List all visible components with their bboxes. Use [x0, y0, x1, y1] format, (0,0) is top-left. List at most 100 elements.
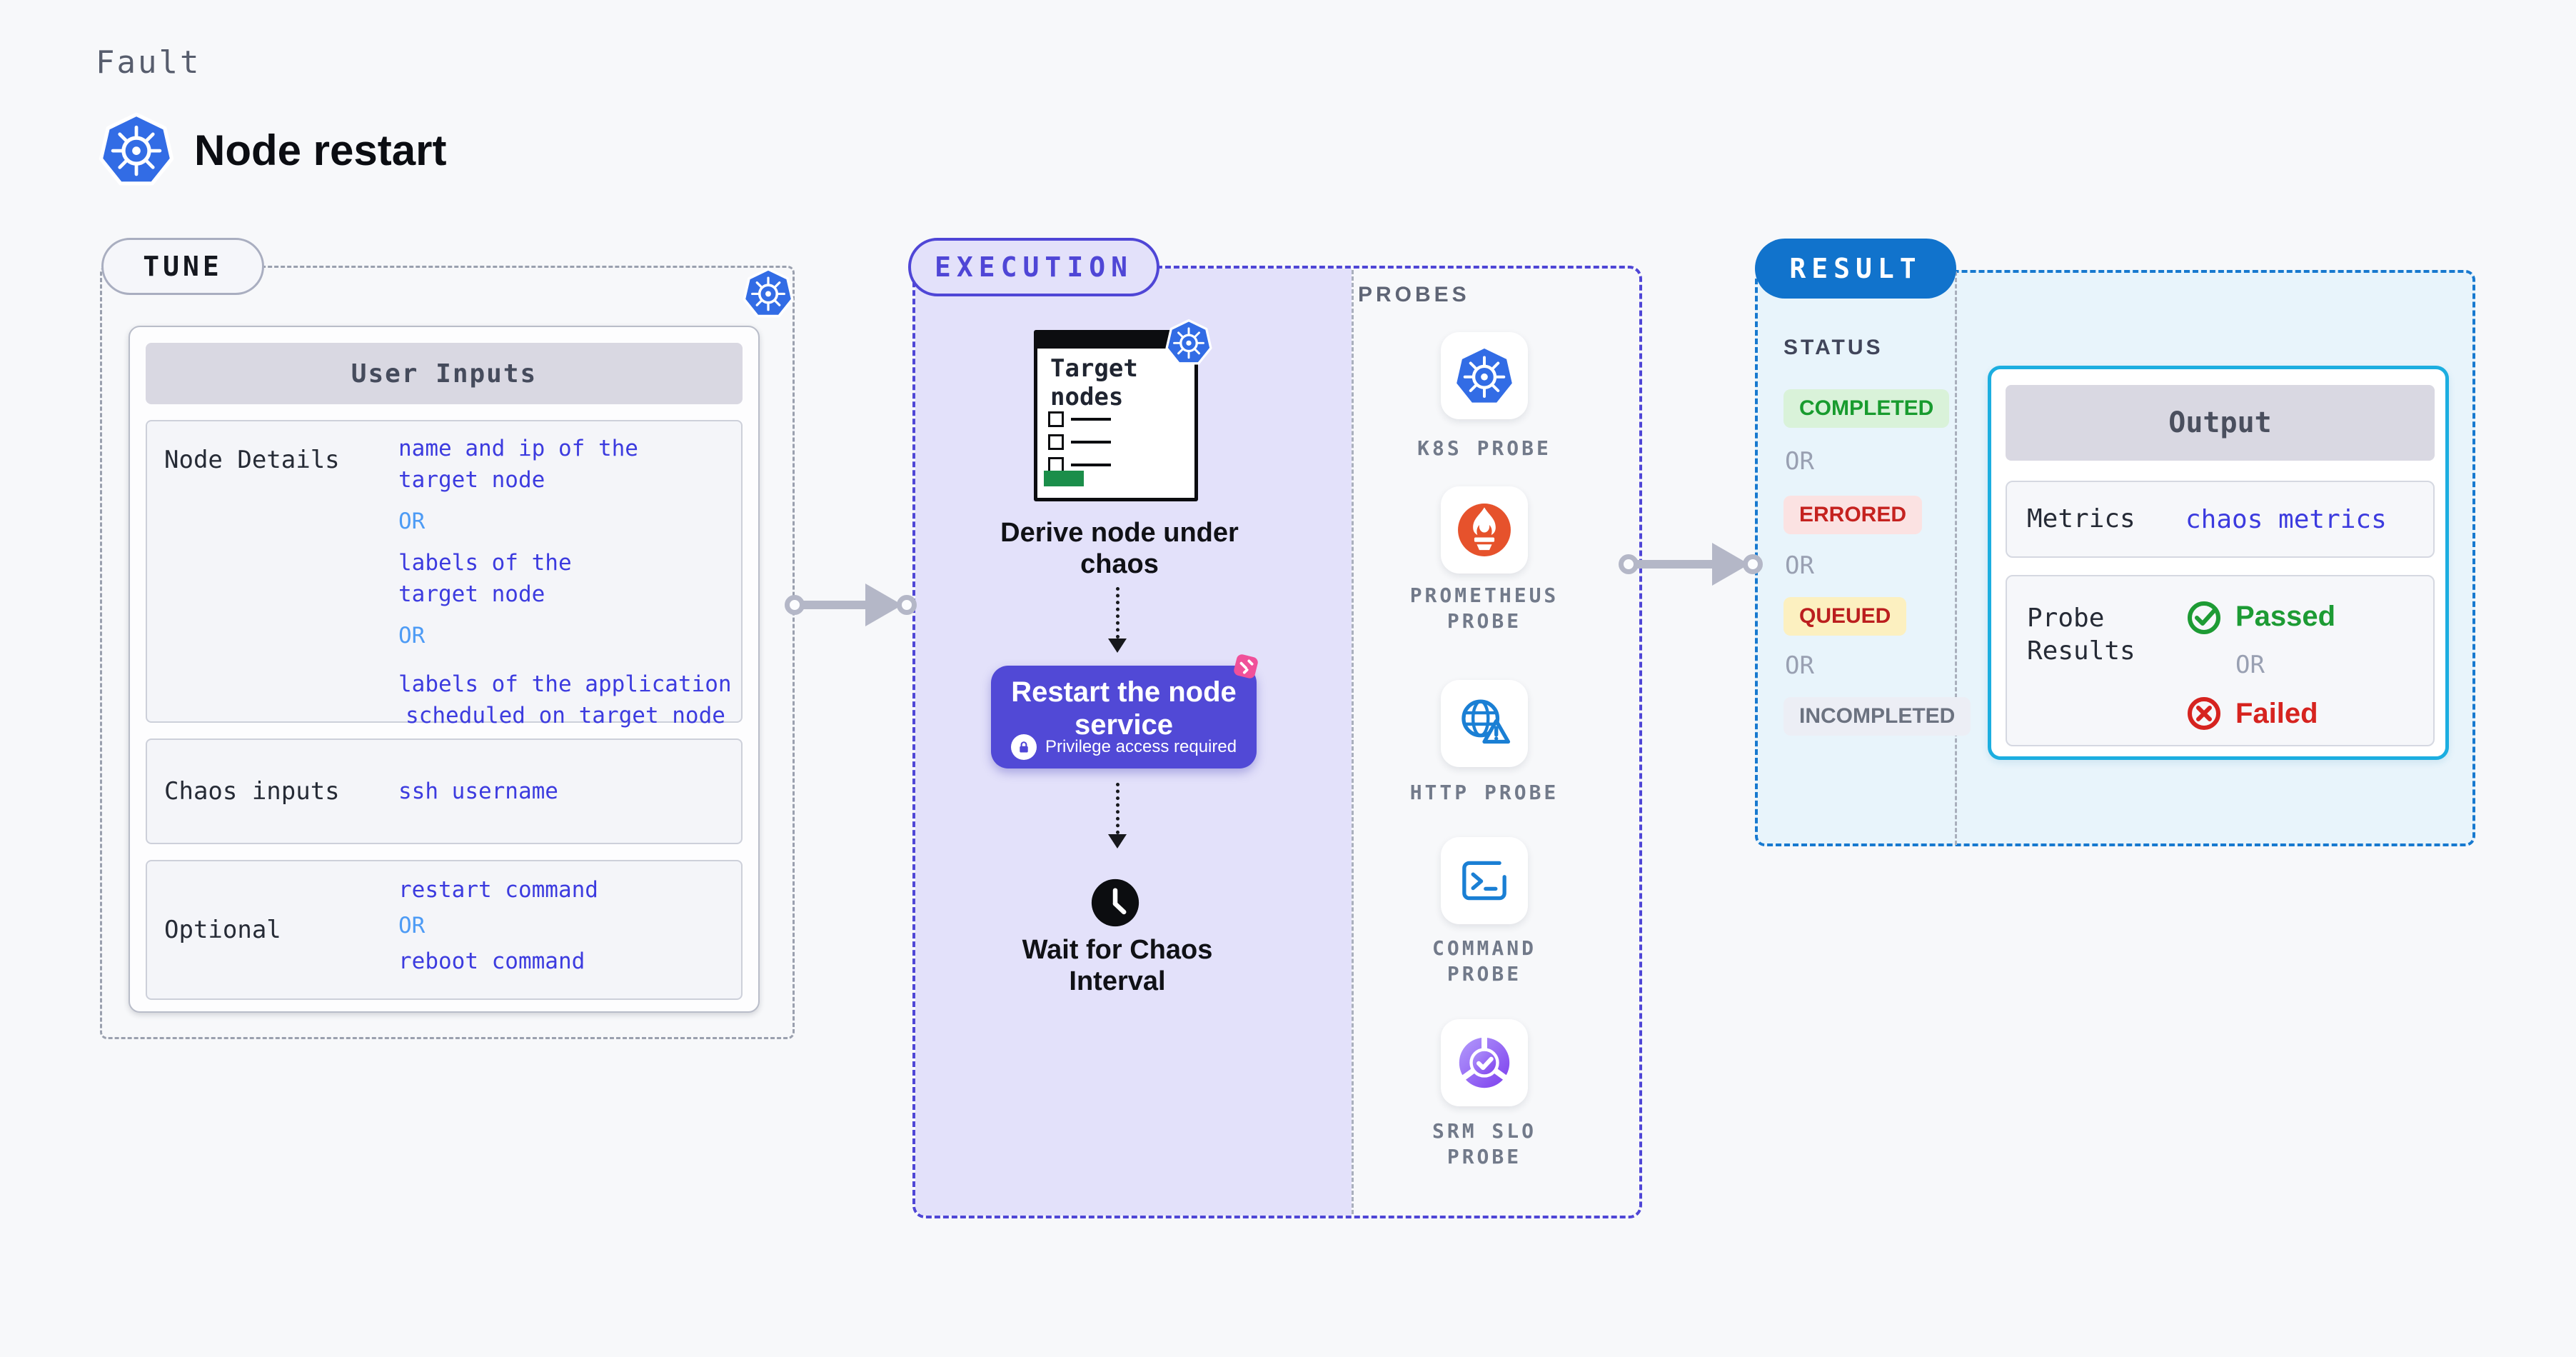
or-separator: OR	[1785, 447, 1814, 476]
probe-results-values: Passed OR Failed	[2185, 576, 2433, 745]
connector-line	[794, 601, 874, 609]
status-badge-errored: ERRORED	[1783, 496, 1923, 534]
status-badge-incompleted: INCOMPLETED	[1783, 697, 1971, 736]
tab-result: RESULT	[1755, 239, 1956, 299]
check-circle-icon	[2185, 598, 2223, 635]
failed-label: Failed	[2235, 697, 2318, 729]
output-header: Output	[2006, 385, 2435, 461]
status-heading: STATUS	[1783, 336, 1883, 359]
tab-execution: EXECUTION	[908, 238, 1159, 296]
list-line	[1071, 418, 1111, 421]
kubernetes-icon	[743, 268, 794, 318]
http-globe-warning-icon	[1453, 692, 1516, 755]
step-derive-node: Derive node under chaos	[1000, 518, 1239, 579]
metrics-value: chaos metrics	[2185, 504, 2387, 534]
target-nodes-window: Target nodes	[1034, 330, 1198, 501]
arrow-right-icon	[865, 584, 902, 626]
srm-slo-icon	[1453, 1031, 1516, 1094]
privilege-badge: Privilege access required	[991, 734, 1257, 760]
kubernetes-icon	[1165, 319, 1212, 365]
row-value: name and ip of the	[398, 436, 638, 461]
table-row-optional: Optional restart command OR reboot comma…	[146, 860, 743, 1000]
probe-card-prometheus	[1441, 486, 1528, 574]
row-values: restart command OR reboot command	[398, 861, 741, 998]
probe-results-label: Probe Results	[2027, 604, 2135, 666]
probe-label: HTTP PROBE	[1409, 781, 1559, 804]
execution-probes-divider	[1352, 270, 1354, 1214]
or-separator: OR	[398, 623, 426, 649]
row-value: restart command	[398, 877, 598, 903]
chaos-icon	[1231, 651, 1261, 681]
status-output-divider	[1955, 271, 1957, 845]
probe-card-srm-slo	[1441, 1019, 1528, 1106]
list-line	[1071, 464, 1111, 466]
fault-kicker: Fault	[96, 44, 201, 81]
clock-icon	[1090, 877, 1141, 928]
probe-label: COMMAND PROBE	[1432, 936, 1536, 986]
or-separator: OR	[398, 509, 426, 534]
probe-label: PROMETHEUS PROBE	[1409, 584, 1559, 633]
target-nodes-body: Target nodes	[1037, 349, 1194, 498]
lock-icon	[1010, 734, 1037, 760]
flow-connector	[1116, 587, 1120, 639]
x-circle-icon	[2185, 695, 2223, 732]
privilege-badge-label: Privilege access required	[1045, 737, 1237, 756]
output-row-metrics: Metrics chaos metrics	[2006, 481, 2435, 558]
or-separator: OR	[2235, 651, 2265, 679]
user-inputs-header-label: User Inputs	[351, 359, 538, 389]
tab-tune-label: TUNE	[143, 251, 223, 282]
step-wait-interval: Wait for Chaos Interval	[1022, 935, 1213, 996]
connector-line	[1628, 560, 1714, 569]
output-header-label: Output	[2168, 406, 2272, 439]
restart-card-title: Restart the node service	[1011, 676, 1237, 741]
passed-line: Passed	[2185, 598, 2433, 635]
probe-card-http	[1441, 680, 1528, 767]
tab-tune: TUNE	[101, 238, 264, 295]
output-row-probe-results: Probe Results Passed OR Failed	[2006, 575, 2435, 746]
checkbox-icon	[1048, 411, 1064, 427]
metrics-label: Metrics	[2027, 504, 2135, 534]
arrow-down-icon	[1108, 639, 1127, 653]
row-value: target node	[398, 581, 545, 607]
probe-card-command	[1441, 837, 1528, 924]
or-separator: OR	[1785, 551, 1814, 580]
user-inputs-header: User Inputs	[146, 343, 743, 404]
connector-dot	[1743, 554, 1763, 574]
page-title: Node restart	[194, 126, 447, 174]
prometheus-icon	[1458, 504, 1511, 556]
probes-heading: PROBES	[1358, 283, 1470, 306]
failed-line: Failed	[2185, 695, 2433, 732]
target-nodes-title: Target nodes	[1050, 354, 1138, 411]
connector-dot	[785, 595, 805, 615]
table-row-chaos-inputs: Chaos inputs ssh username	[146, 738, 743, 844]
row-label: Optional	[164, 916, 281, 944]
or-separator: OR	[398, 913, 426, 938]
tab-execution-label: EXECUTION	[935, 251, 1133, 283]
tune-section	[100, 266, 795, 1039]
row-values: name and ip of the target node OR labels…	[398, 421, 741, 731]
arrow-down-icon	[1108, 834, 1127, 848]
output-card: Output Metrics chaos metrics Probe Resul…	[1988, 366, 2449, 760]
row-label: Node Details	[164, 446, 340, 474]
row-value: scheduled on target node	[406, 703, 725, 728]
probe-card-k8s	[1441, 332, 1528, 419]
kubernetes-icon	[1453, 344, 1516, 407]
connector-dot	[1619, 554, 1639, 574]
row-label: Chaos inputs	[164, 777, 340, 806]
list-line	[1071, 441, 1111, 444]
terminal-icon	[1453, 849, 1516, 912]
status-badge-queued: QUEUED	[1783, 597, 1907, 636]
kubernetes-icon	[99, 111, 174, 187]
checkbox-icon	[1048, 434, 1064, 450]
status-badge-completed: COMPLETED	[1783, 389, 1950, 428]
table-row-node-details: Node Details name and ip of the target n…	[146, 420, 743, 728]
connector-dot	[897, 595, 917, 615]
row-value: ssh username	[398, 778, 558, 804]
row-value: labels of the application	[398, 671, 732, 697]
probe-label: K8S PROBE	[1417, 436, 1551, 460]
probe-label: SRM SLO PROBE	[1432, 1119, 1536, 1168]
row-value: target node	[398, 467, 545, 493]
flow-connector	[1116, 783, 1120, 834]
tab-result-label: RESULT	[1789, 253, 1922, 284]
row-value: labels of the	[398, 550, 572, 576]
